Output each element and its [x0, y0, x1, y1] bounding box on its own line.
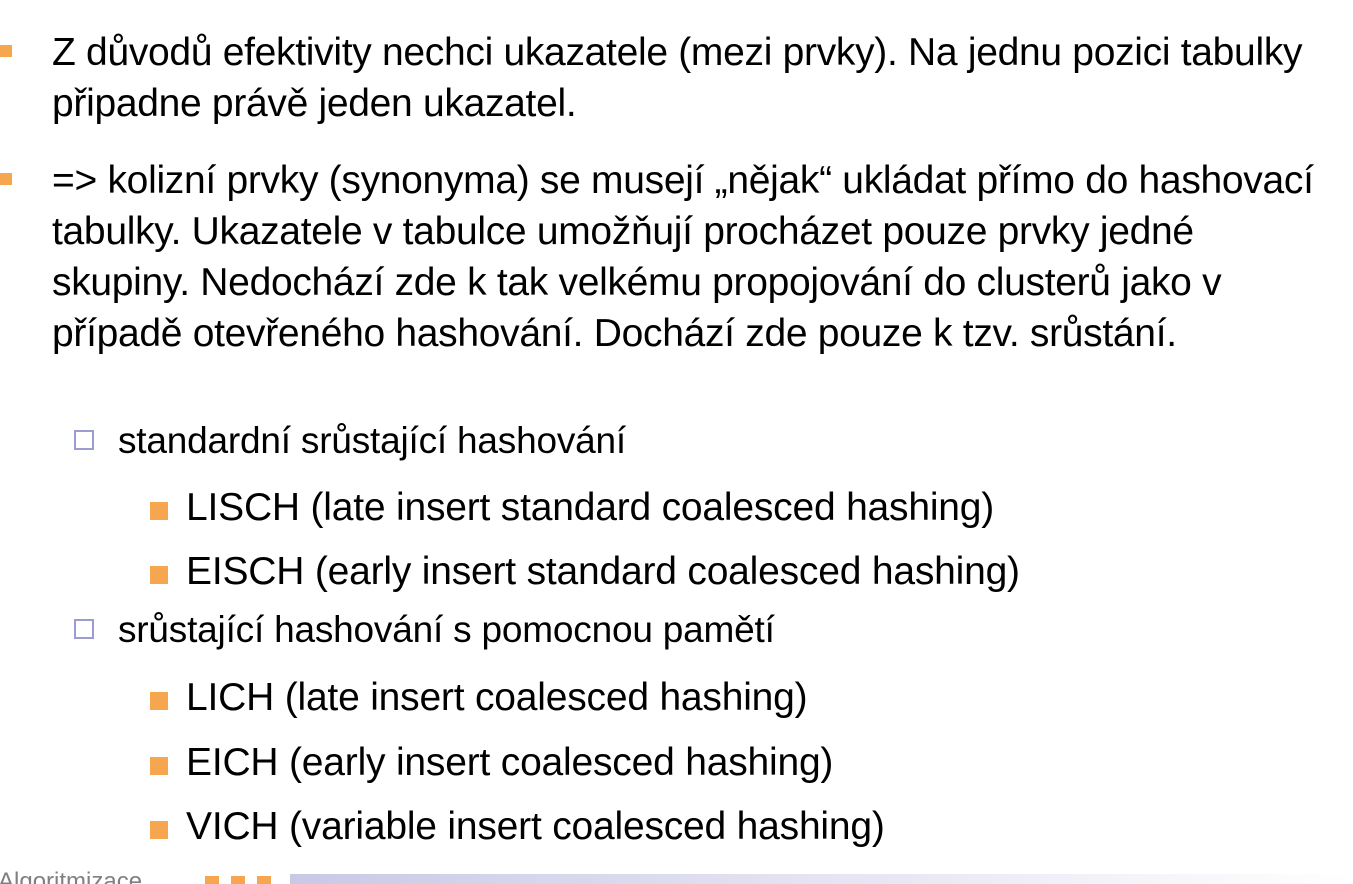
sub-sub-bullet-item: LICH (late insert coalesced hashing): [150, 676, 808, 720]
sub-sub-bullet-item: EICH (early insert coalesced hashing): [150, 741, 834, 785]
bullet-item: => kolizní prvky (synonyma) se musejí „n…: [0, 155, 1342, 359]
footer-square-icon: [231, 876, 245, 884]
footer-square-icon: [257, 876, 271, 884]
sub-bullet-item: standardní srůstající hashování: [74, 419, 626, 463]
bullet-square-icon: [150, 502, 168, 520]
sub-sub-bullet-text: EICH (early insert coalesced hashing): [186, 741, 834, 784]
bullet-square-icon: [0, 45, 12, 57]
bullet-text: => kolizní prvky (synonyma) se musejí „n…: [52, 159, 1314, 355]
bullet-square-icon: [150, 566, 168, 584]
sub-bullet-text: standardní srůstající hashování: [118, 420, 626, 461]
bullet-text: Z důvodů efektivity nechci ukazatele (me…: [52, 31, 1303, 125]
sub-sub-bullet-text: EISCH (early insert standard coalesced h…: [186, 550, 1020, 593]
sub-sub-bullet-text: LICH (late insert coalesced hashing): [186, 676, 808, 719]
footer-title: Algoritmizace: [0, 868, 143, 884]
sub-sub-bullet-item: LISCH (late insert standard coalesced ha…: [150, 486, 995, 530]
sub-sub-bullet-item: VICH (variable insert coalesced hashing): [150, 805, 885, 849]
bullet-square-icon: [150, 692, 168, 710]
footer-gradient-bar: [290, 874, 1353, 884]
sub-sub-bullet-text: LISCH (late insert standard coalesced ha…: [186, 486, 995, 529]
footer-square-icon: [205, 876, 219, 884]
sub-bullet-item: srůstající hashování s pomocnou pamětí: [74, 608, 775, 652]
bullet-square-icon: [150, 821, 168, 839]
bullet-item: Z důvodů efektivity nechci ukazatele (me…: [0, 27, 1342, 129]
hollow-square-icon: [74, 619, 94, 639]
hollow-square-icon: [74, 430, 94, 450]
sub-sub-bullet-item: EISCH (early insert standard coalesced h…: [150, 550, 1020, 594]
sub-bullet-text: srůstající hashování s pomocnou pamětí: [118, 609, 775, 650]
slide-footer: Algoritmizace: [0, 862, 1353, 884]
sub-sub-bullet-text: VICH (variable insert coalesced hashing): [186, 805, 885, 848]
bullet-square-icon: [0, 173, 12, 185]
bullet-square-icon: [150, 757, 168, 775]
